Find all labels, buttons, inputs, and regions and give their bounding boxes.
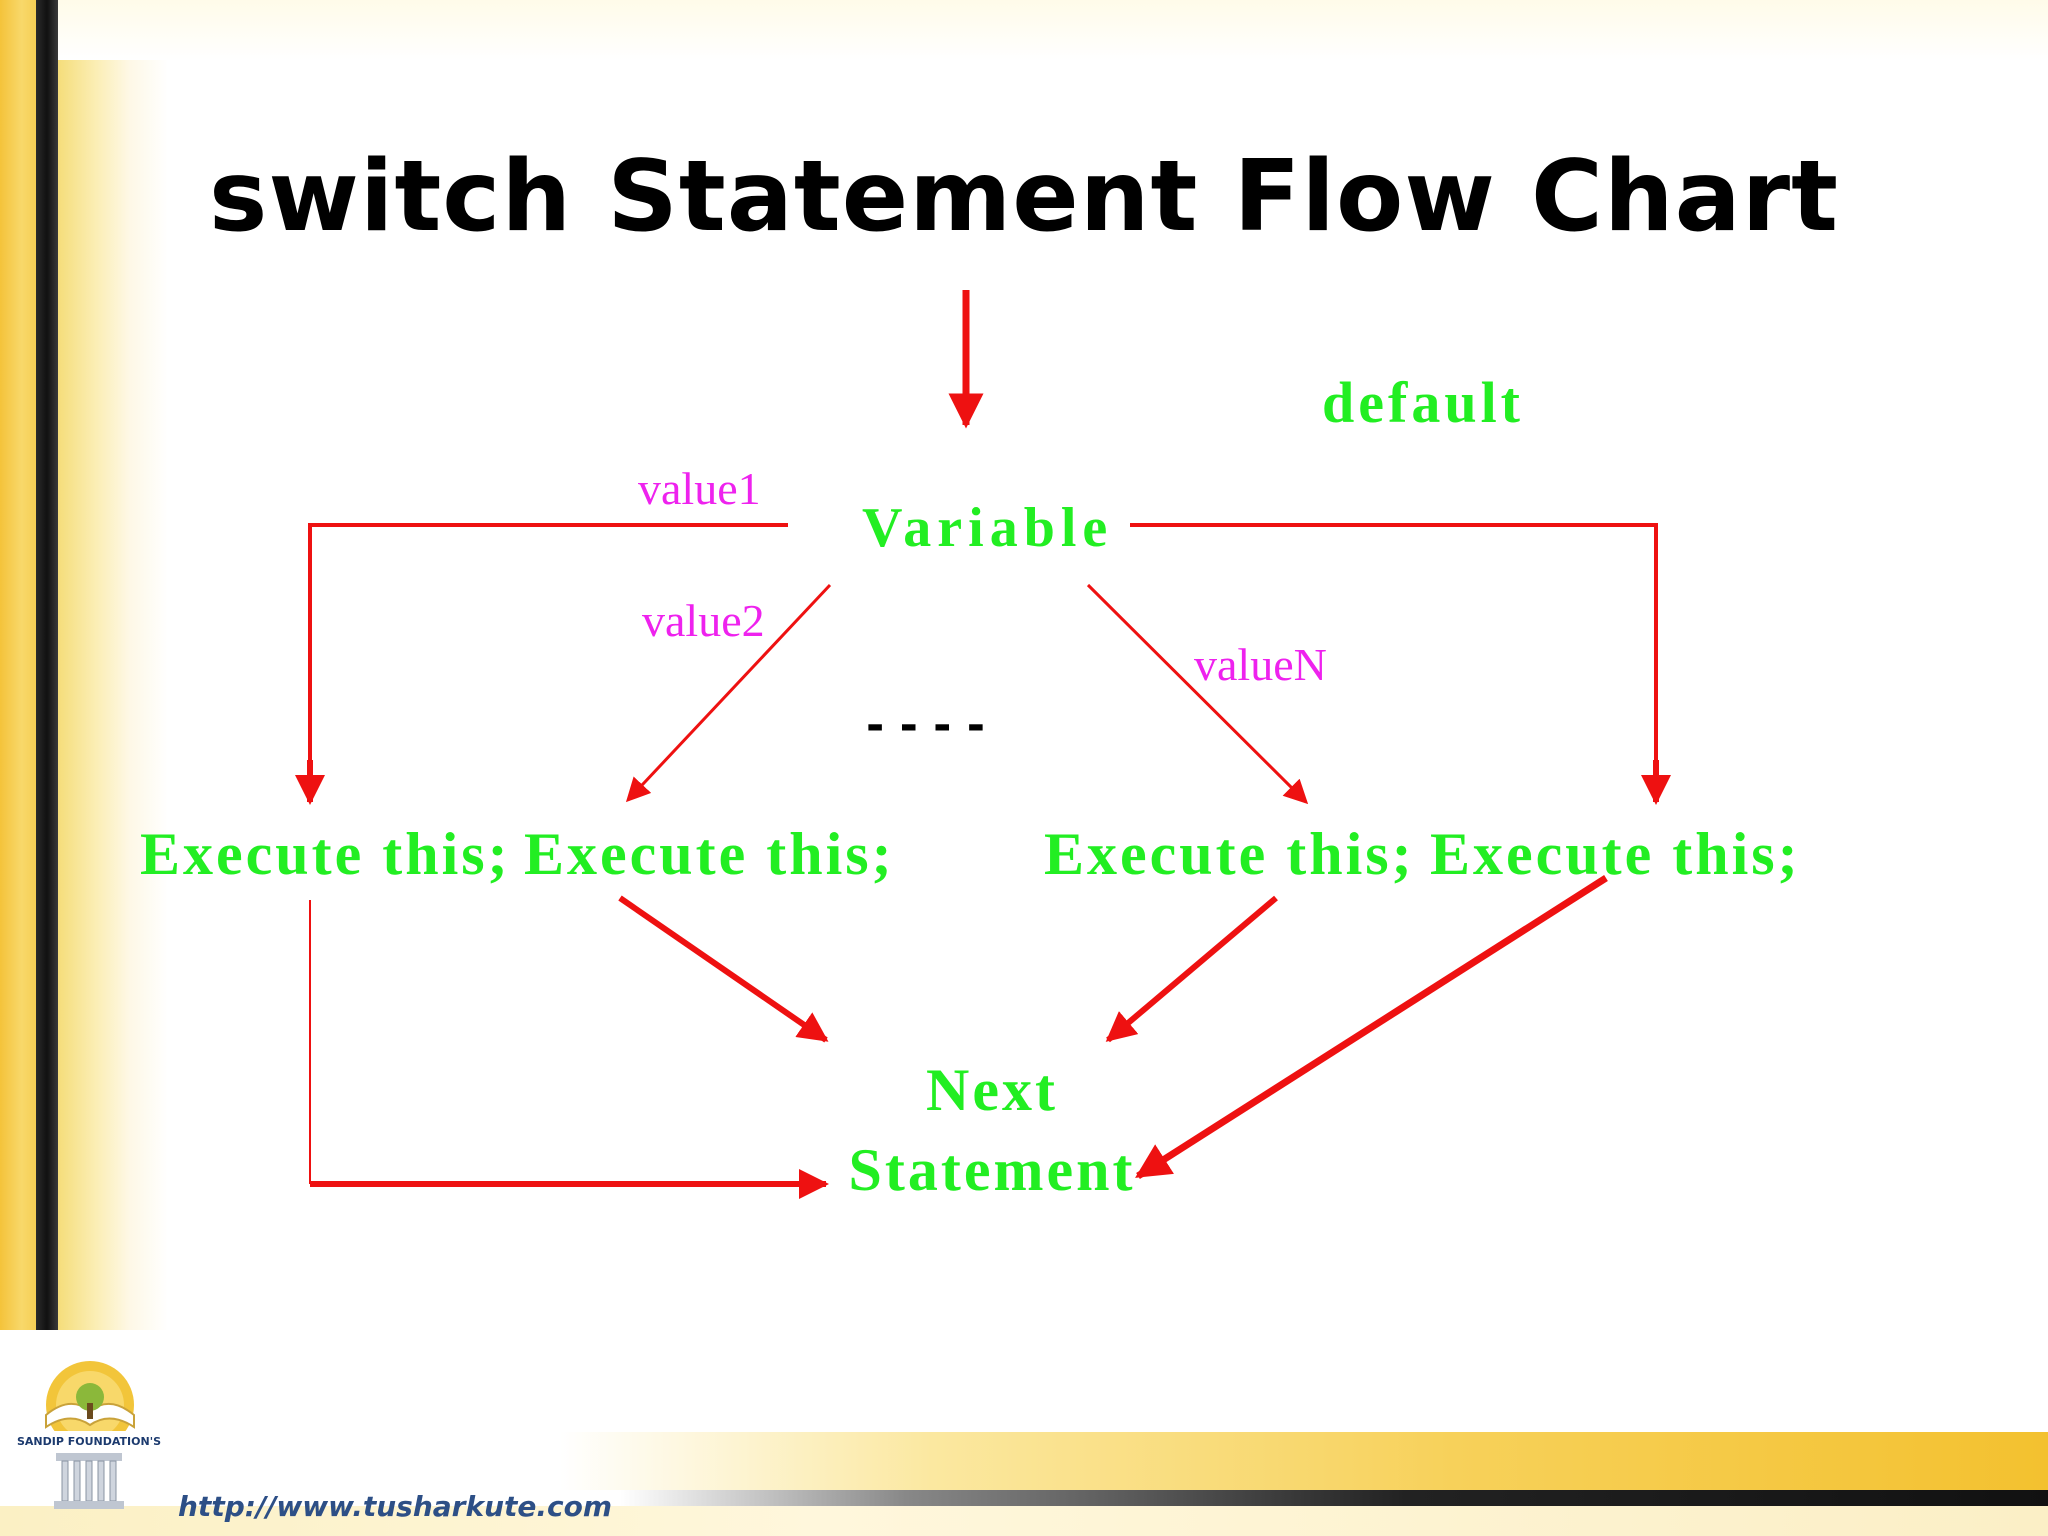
left-gradient-border [58,0,168,1330]
slide-title: switch Statement Flow Chart [209,140,1839,254]
left-gold-border [0,0,36,1330]
valueN-label: valueN [1194,639,1327,690]
execute-node-3: Execute this; [1044,821,1415,887]
exec4-to-next-arrow [1135,875,1608,1179]
value2-label: value2 [642,595,765,646]
footer-url[interactable]: http://www.tusharkute.com [178,1490,613,1523]
sandip-foundation-logo: SANDIP FOUNDATION'S [14,1361,164,1509]
execute-node-1: Execute this; [140,821,511,887]
bottom-black-strip [620,1490,2048,1506]
ellipsis-dashes: - - - - [866,700,985,751]
branch-value2-arrow [625,583,832,803]
exec2-to-next-arrow [618,895,829,1043]
value1-label: value1 [638,463,761,514]
logo-text: SANDIP FOUNDATION'S [17,1435,161,1448]
execute-node-2: Execute this; [524,821,895,887]
next-statement-line2: Statement [849,1137,1136,1203]
bottom-pale-strip [0,1506,2048,1536]
branch-default-arrow [1130,523,1658,790]
branch-valueN-arrow [1086,583,1309,805]
variable-node: Variable [862,497,1113,559]
next-statement-line1: Next [926,1057,1058,1123]
execute-node-4: Execute this; [1430,821,1801,887]
top-fade [58,0,2048,60]
branch-value1-arrow [308,523,788,800]
bottom-gold-strip [560,1432,2048,1490]
default-label: default [1322,370,1524,435]
exec3-to-next-arrow [1105,895,1278,1043]
left-black-border [36,0,58,1330]
